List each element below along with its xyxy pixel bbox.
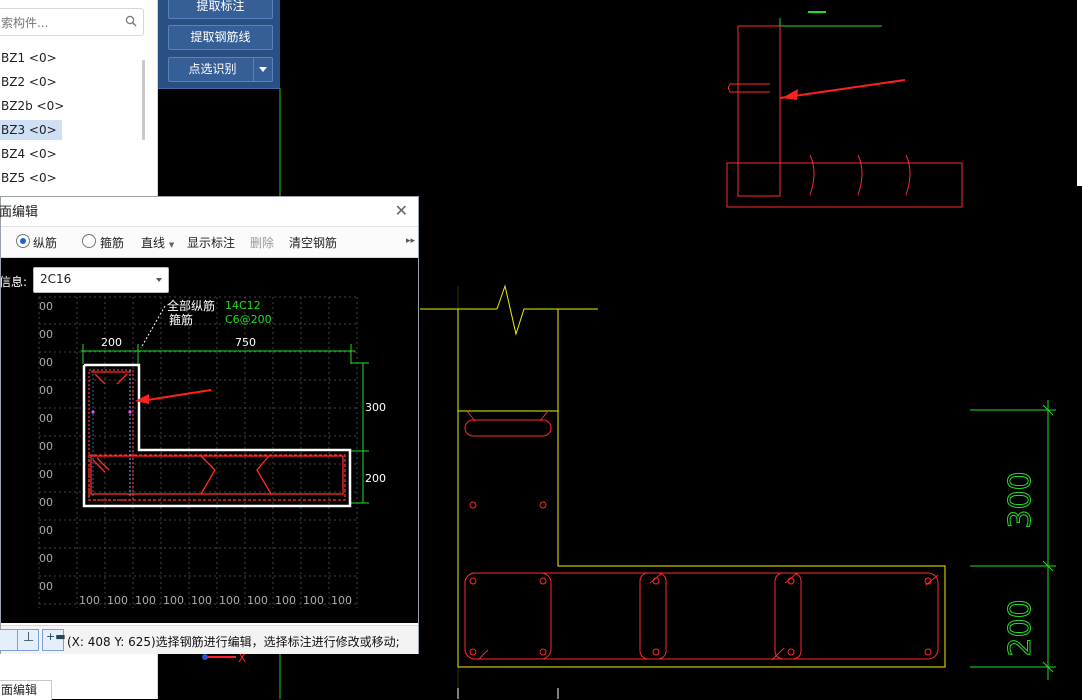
right-edge-panel bbox=[1077, 0, 1082, 186]
dim-right-top[interactable]: 300 bbox=[365, 401, 386, 414]
svg-text:X: X bbox=[238, 651, 246, 665]
line-label: 直线 bbox=[141, 236, 166, 250]
stirrup-label[interactable]: 箍筋 bbox=[100, 236, 125, 250]
clear-rebar-button[interactable]: 清空钢筋 bbox=[289, 236, 338, 250]
stirrup-value[interactable]: C6@200 bbox=[225, 313, 272, 326]
tab-section-edit[interactable]: 面编辑 bbox=[0, 680, 52, 700]
rebar-info-select[interactable]: 2C16 bbox=[33, 267, 169, 293]
dim-top-right[interactable]: 750 bbox=[235, 336, 256, 349]
list-item-bz2b[interactable]: BZ2b <0> bbox=[1, 99, 65, 113]
annotation-labels: 全部纵筋 箍筋 14C12 C6@200 bbox=[140, 298, 272, 349]
section-canvas-svg: 00 00 00 00 00 00 00 00 00 00 00 100 100 100 100 10… bbox=[38, 296, 386, 608]
svg-text:100: 100 bbox=[107, 594, 128, 607]
svg-text:100: 100 bbox=[163, 594, 184, 607]
right-dimensions: 300 200 bbox=[970, 400, 1056, 680]
list-scrollbar[interactable] bbox=[142, 60, 145, 140]
list-item-bz1[interactable]: BZ1 <0> bbox=[1, 51, 57, 65]
dialog-title: 面编辑 bbox=[0, 205, 39, 220]
show-annotation-button[interactable]: 显示标注 bbox=[187, 236, 236, 250]
svg-text:00: 00 bbox=[39, 328, 53, 341]
chevron-down-icon: ▼ bbox=[168, 241, 175, 249]
perpendicular-snap-icon[interactable]: ⊥ bbox=[17, 629, 39, 651]
svg-text:00: 00 bbox=[39, 384, 53, 397]
search-placeholder: 索构件... bbox=[1, 16, 49, 30]
stirrup-annot-label[interactable]: 箍筋 bbox=[169, 312, 193, 327]
dialog-toolbar: 纵筋 箍筋 直线 ▼ 显示标注 删除 清空钢筋 ▸▸ bbox=[1, 226, 418, 258]
svg-text:00: 00 bbox=[39, 440, 53, 453]
delete-button[interactable]: 删除 bbox=[250, 236, 275, 250]
longitudinal-value[interactable]: 14C12 bbox=[225, 299, 261, 312]
section-outline bbox=[82, 363, 352, 508]
top-section-drawing bbox=[726, 11, 963, 208]
section-edit-dialog: 面编辑 ✕ 纵筋 箍筋 直线 ▼ 显示标注 删除 清空钢筋 ▸▸ 信息: 2C1… bbox=[0, 196, 419, 654]
info-label: 信息: bbox=[1, 275, 28, 289]
dim-right-bottom[interactable]: 200 bbox=[365, 472, 386, 485]
section-edit-canvas[interactable]: 信息: 2C16 00 00 00 00 00 00 00 00 bbox=[1, 258, 418, 623]
svg-text:100: 100 bbox=[219, 594, 240, 607]
grid-labels: 00 00 00 00 00 00 00 00 00 00 00 100 100 100 100 10… bbox=[39, 300, 352, 607]
dim-top-left[interactable]: 200 bbox=[101, 336, 122, 349]
svg-text:100: 100 bbox=[191, 594, 212, 607]
identify-tool-panel: 提取标注 提取钢筋线 点选识别 bbox=[158, 0, 280, 89]
svg-text:100: 100 bbox=[135, 594, 156, 607]
rebar-info-value: 2C16 bbox=[40, 272, 72, 286]
svg-text:100: 100 bbox=[303, 594, 324, 607]
dimensions bbox=[81, 344, 369, 504]
svg-text:00: 00 bbox=[39, 356, 53, 369]
close-icon[interactable]: ✕ bbox=[394, 201, 408, 220]
svg-text:00: 00 bbox=[39, 552, 53, 565]
more-icon[interactable]: ▸▸ bbox=[406, 236, 416, 246]
list-item-bz4[interactable]: BZ4 <0> bbox=[1, 147, 57, 161]
svg-text:100: 100 bbox=[247, 594, 268, 607]
rebar-shapes bbox=[88, 369, 346, 501]
svg-text:00: 00 bbox=[39, 496, 53, 509]
search-icon[interactable] bbox=[125, 15, 137, 27]
rebar-points bbox=[91, 410, 132, 414]
list-item-bz3[interactable]: BZ3 <0> bbox=[0, 120, 62, 140]
extract-rebar-line-button[interactable]: 提取钢筋线 bbox=[168, 25, 273, 50]
svg-text:00: 00 bbox=[39, 468, 53, 481]
extract-annotation-button[interactable]: 提取标注 bbox=[168, 0, 273, 19]
svg-text:00: 00 bbox=[39, 300, 53, 313]
point-select-identify-label: 点选识别 bbox=[188, 62, 237, 76]
longitudinal-label[interactable]: 纵筋 bbox=[33, 236, 58, 250]
list-item-bz2[interactable]: BZ2 <0> bbox=[1, 75, 57, 89]
svg-text:00: 00 bbox=[39, 412, 53, 425]
all-longitudinal-label[interactable]: 全部纵筋 bbox=[167, 298, 215, 313]
add-point-icon[interactable]: +▬ bbox=[42, 629, 66, 651]
grid bbox=[38, 296, 359, 608]
status-text: (X: 408 Y: 625)选择钢筋进行编辑，选择标注进行修改或移动; bbox=[67, 635, 400, 649]
svg-text:100: 100 bbox=[275, 594, 296, 607]
cad-dim-300: 300 bbox=[1003, 471, 1038, 528]
svg-text:100: 100 bbox=[79, 594, 100, 607]
main-section-drawing bbox=[420, 284, 946, 699]
longitudinal-radio[interactable] bbox=[16, 234, 30, 248]
chevron-down-icon[interactable] bbox=[253, 58, 272, 81]
stirrup-radio[interactable] bbox=[82, 234, 96, 248]
svg-text:00: 00 bbox=[39, 580, 53, 593]
status-bar: ⊥ +▬ (X: 408 Y: 625)选择钢筋进行编辑，选择标注进行修改或移动… bbox=[0, 625, 418, 654]
search-input[interactable]: 索构件... bbox=[0, 8, 144, 36]
point-select-identify-button[interactable]: 点选识别 bbox=[168, 57, 273, 82]
svg-text:00: 00 bbox=[39, 524, 53, 537]
cad-dim-200: 200 bbox=[1003, 599, 1038, 656]
line-dropdown[interactable]: 直线 ▼ bbox=[141, 234, 174, 251]
list-item-bz5[interactable]: BZ5 <0> bbox=[1, 171, 57, 185]
svg-text:100: 100 bbox=[331, 594, 352, 607]
